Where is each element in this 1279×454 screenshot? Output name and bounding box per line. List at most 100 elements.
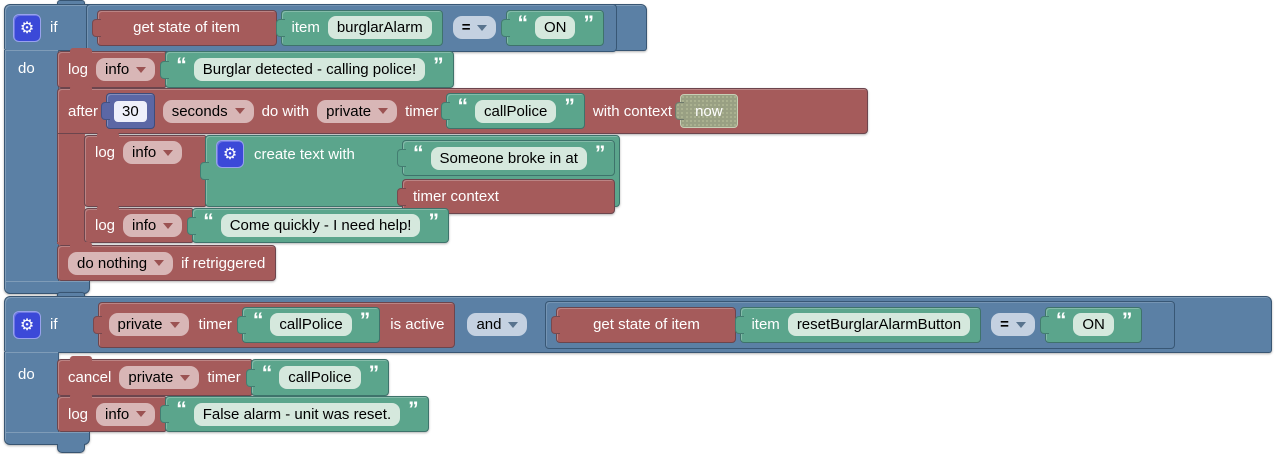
if-header[interactable]: ⚙ if get state of item item burglarAlarm… bbox=[4, 3, 647, 52]
item-block[interactable]: item burglarAlarm bbox=[280, 9, 443, 46]
get-state-of-item-block[interactable]: get state of item bbox=[556, 306, 737, 343]
item-name-field[interactable]: burglarAlarm bbox=[327, 16, 432, 39]
text-value-field[interactable]: ON bbox=[534, 16, 576, 39]
quote-close: ” bbox=[408, 398, 418, 421]
quote-open: “ bbox=[252, 308, 263, 332]
log-block[interactable]: log info bbox=[84, 205, 194, 243]
after-label: after bbox=[68, 102, 99, 120]
log-block[interactable]: log info bbox=[84, 132, 206, 207]
get-state-of-item-block[interactable]: get state of item bbox=[96, 9, 277, 46]
log-message-field[interactable]: False alarm - unit was reset. bbox=[193, 402, 401, 426]
log-block[interactable]: log info bbox=[57, 48, 167, 88]
log-message-block[interactable]: “ Come quickly - I need help! ” bbox=[192, 208, 449, 243]
item-label: item bbox=[291, 19, 320, 36]
operator-dropdown[interactable]: = bbox=[452, 16, 497, 39]
comparison-block[interactable]: get state of item item resetBurglarAlarm… bbox=[545, 300, 1176, 349]
unit-dropdown[interactable]: seconds bbox=[162, 99, 254, 123]
text-value-field[interactable]: Someone broke in at bbox=[430, 146, 587, 170]
quote-close: ” bbox=[583, 11, 593, 35]
timer-name-block[interactable]: “ callPolice ” bbox=[250, 359, 390, 396]
timer-name-field[interactable]: callPolice bbox=[279, 366, 361, 389]
quote-close: ” bbox=[368, 361, 379, 385]
rule-block-1[interactable]: ⚙ if get state of item item burglarAlarm… bbox=[4, 0, 868, 304]
text-value-block[interactable]: “ ON ” bbox=[506, 9, 604, 46]
log-level-dropdown[interactable]: info bbox=[96, 402, 156, 426]
dropdown-arrow-icon bbox=[1015, 321, 1026, 328]
timer-label: timer bbox=[207, 369, 241, 386]
cancel-timer-block[interactable]: cancel private timer bbox=[57, 356, 252, 396]
timer-is-active-block[interactable]: private timer “ callPolice ” is active bbox=[97, 301, 456, 348]
context-shadow-block[interactable]: now bbox=[680, 94, 738, 128]
scope-dropdown[interactable]: private bbox=[317, 99, 398, 123]
scope-dropdown[interactable]: private bbox=[108, 313, 189, 336]
timer-label: timer bbox=[198, 316, 232, 333]
log-level-dropdown[interactable]: info bbox=[123, 214, 183, 237]
gear-icon[interactable]: ⚙ bbox=[13, 310, 41, 339]
item-name-field[interactable]: resetBurglarAlarmButton bbox=[787, 313, 971, 336]
log-level-dropdown[interactable]: info bbox=[96, 58, 156, 81]
quote-open: “ bbox=[176, 53, 186, 77]
timer-name-field[interactable]: callPolice bbox=[270, 313, 352, 336]
operator-dropdown[interactable]: = bbox=[991, 313, 1035, 336]
unit-value: seconds bbox=[171, 102, 228, 120]
log-message-field[interactable]: Burglar detected - calling police! bbox=[193, 58, 426, 81]
after-timer-body bbox=[57, 134, 85, 244]
log-statement-help[interactable]: log info “ Come quickly - I need help! ” bbox=[84, 205, 449, 243]
quote-close: ” bbox=[359, 308, 370, 332]
logic-operator-dropdown[interactable]: and bbox=[467, 313, 528, 336]
quote-open: “ bbox=[457, 95, 467, 118]
after-timer-block[interactable]: after 30 seconds do with private timer “… bbox=[57, 85, 868, 134]
log-label: log bbox=[68, 61, 89, 78]
rule-block-2[interactable]: ⚙ if private timer “ callPolice ” is act… bbox=[4, 292, 1274, 454]
retrigger-block[interactable]: do nothing if retriggered bbox=[57, 242, 277, 281]
if-header[interactable]: ⚙ if private timer “ callPolice ” is act… bbox=[4, 296, 1272, 353]
log-message-block[interactable]: “ Burglar detected - calling police! ” bbox=[165, 51, 454, 88]
bottom-tab bbox=[57, 444, 85, 453]
top-notch bbox=[57, 292, 85, 298]
quote-close: ” bbox=[1121, 308, 1132, 332]
do-label: do bbox=[18, 366, 35, 383]
text-value-block[interactable]: “ ON ” bbox=[1044, 306, 1143, 343]
retrigger-policy-dropdown[interactable]: do nothing bbox=[68, 251, 174, 275]
timer-name-field[interactable]: callPolice bbox=[474, 99, 557, 123]
after-timer-statement[interactable]: after 30 seconds do with private timer “… bbox=[57, 85, 868, 134]
gear-icon[interactable]: ⚙ bbox=[13, 13, 41, 42]
quote-close: ” bbox=[594, 142, 605, 165]
log-block[interactable]: log info bbox=[57, 393, 167, 432]
timer-name-block[interactable]: “ callPolice ” bbox=[241, 306, 381, 343]
dropdown-arrow-icon bbox=[136, 411, 147, 417]
log-statement-burglar[interactable]: log info “ Burglar detected - calling po… bbox=[57, 48, 454, 88]
log-statement-broke-in[interactable]: log info ⚙ create text with “ Someone br… bbox=[84, 132, 621, 214]
scope-dropdown[interactable]: private bbox=[119, 366, 200, 389]
scope-value: private bbox=[326, 102, 372, 120]
dropdown-arrow-icon bbox=[234, 108, 245, 114]
bottom-bar bbox=[4, 281, 90, 294]
text-value-field[interactable]: ON bbox=[1073, 313, 1114, 336]
dropdown-arrow-icon bbox=[477, 24, 488, 31]
comparison-block[interactable]: get state of item item burglarAlarm = “ … bbox=[85, 3, 617, 52]
log-message-block[interactable]: “ False alarm - unit was reset. ” bbox=[165, 396, 429, 432]
duration-field[interactable]: 30 bbox=[114, 100, 147, 122]
scope-value: private bbox=[117, 316, 163, 333]
timer-label: timer bbox=[405, 102, 439, 120]
log-level-dropdown[interactable]: info bbox=[123, 141, 183, 164]
log-level-value: info bbox=[132, 144, 157, 161]
log-statement-false-alarm[interactable]: log info “ False alarm - unit was reset.… bbox=[57, 393, 429, 432]
retrigger-statement[interactable]: do nothing if retriggered bbox=[57, 242, 277, 281]
with-context-label: with context bbox=[592, 102, 673, 120]
timer-name-block[interactable]: “ callPolice ” bbox=[446, 93, 585, 129]
item-label: item bbox=[751, 316, 780, 333]
if-label: if bbox=[50, 316, 58, 333]
quote-open: “ bbox=[203, 209, 213, 233]
text-value-block[interactable]: “ Someone broke in at ” bbox=[402, 140, 616, 176]
item-block[interactable]: item resetBurglarAlarmButton bbox=[740, 306, 982, 343]
log-message-field[interactable]: Come quickly - I need help! bbox=[220, 214, 421, 237]
if-retriggered-label: if retriggered bbox=[181, 254, 266, 272]
duration-number-block[interactable]: 30 bbox=[106, 93, 155, 129]
log-level-value: info bbox=[105, 405, 130, 423]
create-text-block[interactable]: ⚙ create text with “ Someone broke in at… bbox=[205, 135, 621, 214]
gear-icon[interactable]: ⚙ bbox=[216, 140, 244, 168]
quote-open: “ bbox=[413, 142, 423, 165]
cancel-timer-statement[interactable]: cancel private timer “ callPolice ” bbox=[57, 356, 390, 396]
